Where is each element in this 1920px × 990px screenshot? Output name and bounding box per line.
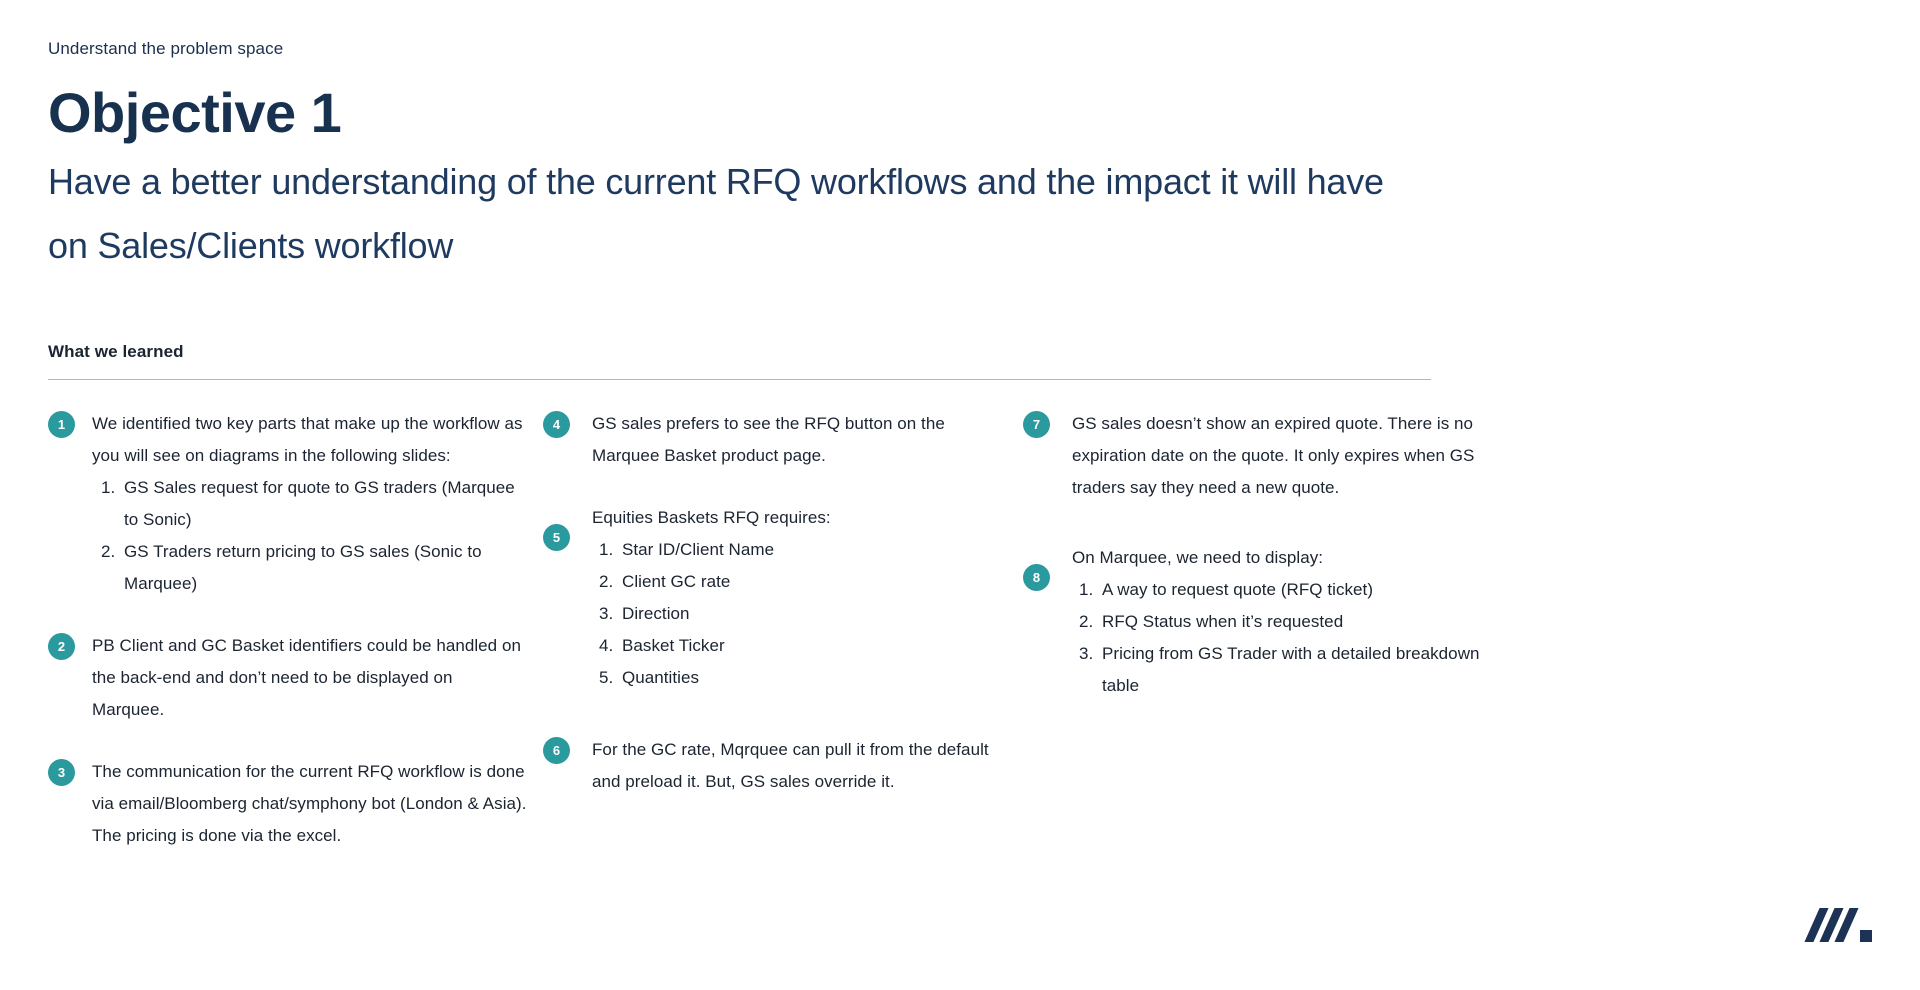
item-number-badge: 5 [543, 524, 570, 551]
item-number-badge: 1 [48, 411, 75, 438]
learnings-columns: 1 We identified two key parts that make … [48, 408, 1488, 882]
list-item: 8 On Marquee, we need to display: A way … [1023, 542, 1488, 702]
section-heading: What we learned [48, 342, 184, 361]
logo-square-dot [1860, 930, 1872, 942]
sublist-item: A way to request quote (RFQ ticket) [1098, 574, 1488, 606]
item-sublist: GS Sales request for quote to GS traders… [92, 472, 528, 600]
company-logo-icon [1804, 908, 1878, 942]
item-number-badge: 8 [1023, 564, 1050, 591]
list-item: 1 We identified two key parts that make … [48, 408, 528, 600]
section-divider [48, 379, 1431, 380]
learnings-column-2: 4 GS sales prefers to see the RFQ button… [528, 408, 1008, 882]
item-text: GS sales doesn’t show an expired quote. … [1072, 414, 1475, 497]
item-body: We identified two key parts that make up… [92, 408, 528, 600]
item-text: We identified two key parts that make up… [92, 414, 523, 465]
item-text: GS sales prefers to see the RFQ button o… [592, 414, 945, 465]
sublist-item: GS Traders return pricing to GS sales (S… [120, 536, 528, 600]
page-title: Objective 1 [48, 81, 342, 144]
item-text: On Marquee, we need to display: [1072, 548, 1324, 567]
learnings-column-1: 1 We identified two key parts that make … [48, 408, 528, 882]
list-item: 2 PB Client and GC Basket identifiers co… [48, 630, 528, 726]
item-body: PB Client and GC Basket identifiers coul… [92, 630, 528, 726]
sublist-item: GS Sales request for quote to GS traders… [120, 472, 528, 536]
item-sublist: A way to request quote (RFQ ticket) RFQ … [1072, 574, 1488, 702]
item-text: The communication for the current RFQ wo… [92, 762, 527, 845]
item-text: Equities Baskets RFQ requires: [592, 508, 831, 527]
sublist-item: Basket Ticker [618, 630, 1008, 662]
item-number-badge: 6 [543, 737, 570, 764]
item-number-badge: 7 [1023, 411, 1050, 438]
item-body: Equities Baskets RFQ requires: Star ID/C… [592, 502, 1008, 694]
list-item: 5 Equities Baskets RFQ requires: Star ID… [543, 502, 1008, 694]
sublist-item: Quantities [618, 662, 1008, 694]
list-item: 4 GS sales prefers to see the RFQ button… [543, 408, 1008, 472]
list-item: 3 The communication for the current RFQ … [48, 756, 528, 852]
learnings-column-3: 7 GS sales doesn’t show an expired quote… [1008, 408, 1488, 882]
item-body: For the GC rate, Mqrquee can pull it fro… [592, 734, 1008, 798]
page-subtitle: Have a better understanding of the curre… [48, 161, 1384, 266]
item-body: GS sales doesn’t show an expired quote. … [1072, 408, 1488, 504]
item-number-badge: 4 [543, 411, 570, 438]
item-sublist: Star ID/Client Name Client GC rate Direc… [592, 534, 1008, 694]
item-body: GS sales prefers to see the RFQ button o… [592, 408, 1008, 472]
sublist-item: RFQ Status when it’s requested [1098, 606, 1488, 638]
list-item: 6 For the GC rate, Mqrquee can pull it f… [543, 734, 1008, 798]
item-body: On Marquee, we need to display: A way to… [1072, 542, 1488, 702]
sublist-item: Direction [618, 598, 1008, 630]
list-item: 7 GS sales doesn’t show an expired quote… [1023, 408, 1488, 504]
item-body: The communication for the current RFQ wo… [92, 756, 528, 852]
item-text: For the GC rate, Mqrquee can pull it fro… [592, 740, 989, 791]
sublist-item: Pricing from GS Trader with a detailed b… [1098, 638, 1488, 702]
eyebrow-text: Understand the problem space [48, 39, 284, 58]
sublist-item: Star ID/Client Name [618, 534, 1008, 566]
slide-header: Understand the problem space Objective 1… [48, 38, 1448, 278]
item-number-badge: 2 [48, 633, 75, 660]
item-text: PB Client and GC Basket identifiers coul… [92, 636, 521, 719]
sublist-item: Client GC rate [618, 566, 1008, 598]
item-number-badge: 3 [48, 759, 75, 786]
